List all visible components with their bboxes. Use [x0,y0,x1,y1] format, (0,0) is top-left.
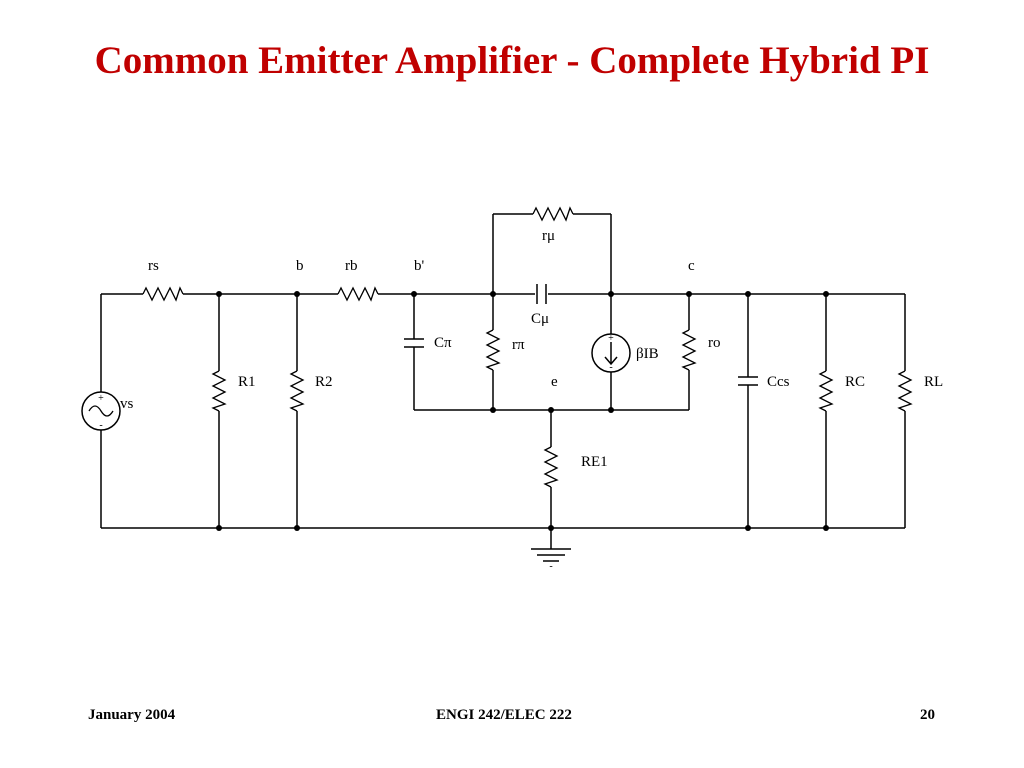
resistor-rmu [532,206,574,222]
svg-text:-: - [609,362,612,373]
ground-symbol: - [531,548,571,572]
junction-dots [216,291,829,531]
node-label-c: c [688,258,695,274]
ac-source-vs: + - [81,391,121,431]
svg-text:+: + [98,393,104,404]
label-rb: rb [345,258,358,274]
label-ccs: Ccs [767,374,790,390]
resistor-rc [818,370,834,412]
node-label-e: e [551,374,558,390]
resistor-r2 [289,370,305,412]
label-cpi: Cπ [434,335,452,351]
svg-text:+: + [608,333,614,344]
resistor-rb [337,286,379,302]
svg-text:-: - [549,561,552,572]
node-label-b: b [296,258,304,274]
label-rs: rs [148,258,159,274]
resistor-rl [897,370,913,412]
label-rc: RC [845,374,865,390]
label-r2: R2 [315,374,333,390]
resistor-re1 [543,446,559,488]
label-dep-source: βIB [636,346,659,362]
label-re1: RE1 [581,454,608,470]
footer-page-number: 20 [920,707,935,723]
capacitor-cmu [536,284,547,304]
capacitor-cpi [404,338,424,348]
label-ro: ro [708,335,721,351]
dependent-current-source: + - [591,333,631,373]
resistor-r1 [211,370,227,412]
label-r1: R1 [238,374,256,390]
footer-date: January 2004 [88,707,176,723]
label-vs: vs [120,396,134,412]
label-cmu: Cμ [531,311,549,327]
label-rl: RL [924,374,943,390]
resistor-ro [681,329,697,371]
resistor-rs [142,286,184,302]
node-label-b-prime: b' [414,258,425,274]
circuit-wires [100,213,906,549]
resistor-rpi [485,329,501,371]
capacitor-ccs [738,376,758,386]
slide-title: Common Emitter Amplifier - Complete Hybr… [94,39,930,82]
label-rpi: rπ [512,337,525,353]
footer-course: ENGI 242/ELEC 222 [436,707,572,723]
label-rmu: rμ [542,228,555,244]
svg-text:-: - [99,420,102,431]
